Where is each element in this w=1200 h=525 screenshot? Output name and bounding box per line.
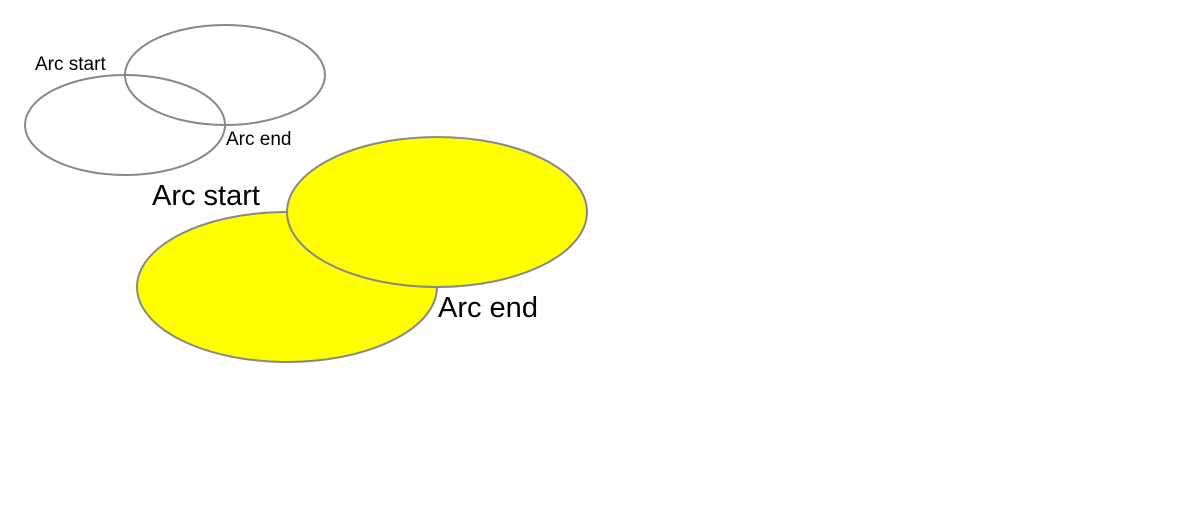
large-arc-start-label: Arc start [152,180,260,212]
small-arc-start-label: Arc start [35,54,106,75]
small-arc-end-label: Arc end [226,129,291,150]
small-upper-ellipse [124,24,326,126]
small-ellipse-group: Arc start Arc end [24,24,326,176]
large-arc-end-label: Arc end [438,292,538,324]
large-ellipse-group: Arc start Arc end [136,136,588,363]
large-upper-ellipse [286,136,588,288]
small-lower-ellipse [24,74,226,176]
